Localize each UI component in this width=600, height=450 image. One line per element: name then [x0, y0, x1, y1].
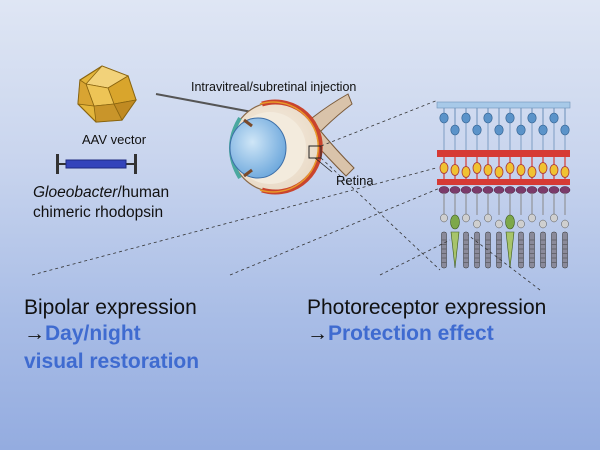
bipolar-cell: [505, 162, 515, 174]
retina-label: Retina: [336, 173, 374, 188]
rod-cell: [496, 231, 502, 269]
bipolar-cell: [483, 164, 493, 176]
injection-label: Intravitreal/subretinal injection: [191, 80, 357, 94]
ganglion-cell: [527, 112, 537, 124]
photoreceptor-effect: →Protection effect: [307, 322, 494, 346]
rhodopsin-label-line1: Gloeobacter/human: [33, 184, 169, 202]
rod-cell: [463, 231, 469, 269]
ganglion-cell: [461, 112, 471, 124]
rhodopsin-label-line2: chimeric rhodopsin: [33, 204, 164, 221]
ganglion-cell: [494, 124, 504, 136]
rod-cell: [518, 231, 524, 269]
ganglion-cell: [538, 124, 548, 136]
rod-cell: [551, 231, 557, 269]
bipolar-cell: [461, 166, 471, 178]
ganglion-cell: [472, 124, 482, 136]
ganglion-cell: [516, 124, 526, 136]
aav-capsid-icon: [77, 65, 137, 123]
rod-cell: [540, 231, 546, 269]
bipolar-heading: Bipolar expression: [24, 296, 197, 319]
retina-layers-icon: [436, 101, 571, 269]
cone-cell: [505, 231, 515, 269]
bipolar-cell: [538, 162, 548, 174]
gloeobacter-text: Gloeobacter: [33, 184, 118, 201]
photoreceptor-arrow: →: [307, 322, 328, 345]
bipolar-arrow: →: [24, 322, 45, 345]
photoreceptor-heading: Photoreceptor expression: [307, 296, 547, 319]
bipolar-effect-line2: visual restoration: [24, 350, 200, 373]
bipolar-cell: [560, 166, 570, 178]
photoreceptor-effect-text: Protection effect: [328, 322, 494, 345]
rhodopsin-construct-icon: [56, 154, 137, 174]
bipolar-cell: [527, 166, 537, 178]
bipolar-cell: [472, 162, 482, 174]
eye-cross-section-icon: [229, 93, 355, 195]
rod-cell: [529, 231, 535, 269]
ganglion-cell: [483, 112, 493, 124]
bipolar-effect-text: Day/night: [45, 322, 141, 345]
bipolar-effect-line1: →Day/night: [24, 322, 141, 346]
bipolar-cell: [516, 164, 526, 176]
bipolar-cell: [439, 162, 449, 174]
human-text: /human: [117, 184, 170, 201]
rod-cell: [441, 231, 447, 269]
ganglion-cell: [505, 112, 515, 124]
aav-vector-label: AAV vector: [82, 132, 147, 147]
bipolar-cell: [494, 166, 504, 178]
ganglion-cell: [439, 112, 449, 124]
ganglion-cell: [450, 124, 460, 136]
bipolar-cell: [549, 164, 559, 176]
ganglion-cell: [549, 112, 559, 124]
cone-cell: [450, 231, 460, 269]
rod-cell: [485, 231, 491, 269]
rod-cell: [562, 231, 568, 269]
bipolar-cell: [450, 164, 460, 176]
ganglion-cell: [560, 124, 570, 136]
